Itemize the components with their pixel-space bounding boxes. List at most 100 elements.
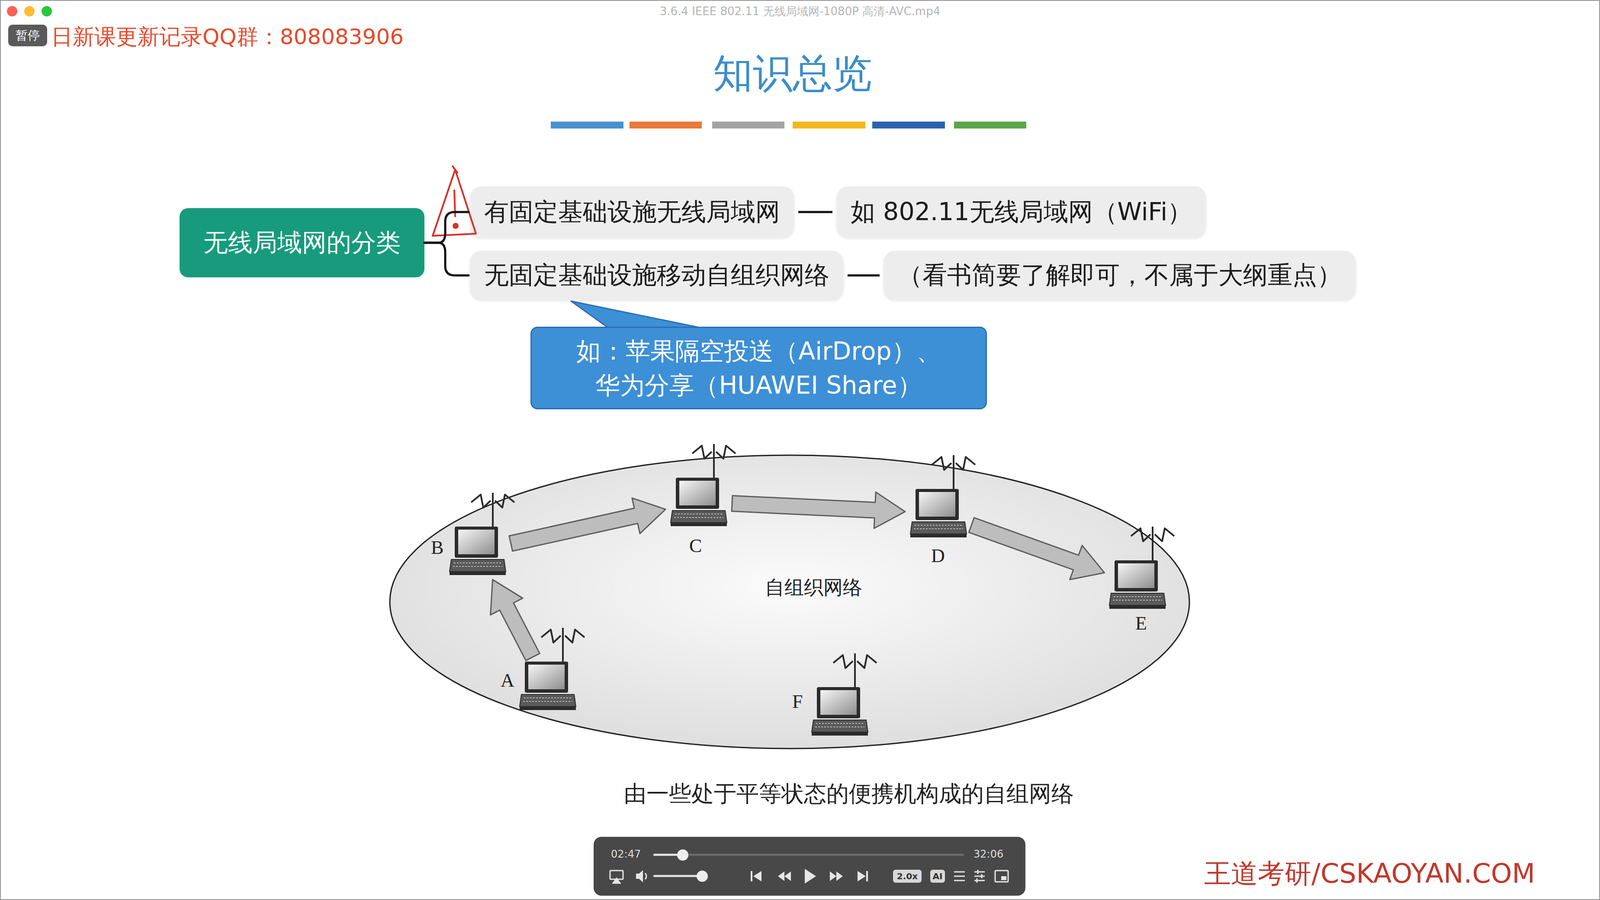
laptop-base <box>1109 605 1166 609</box>
laptop-icon <box>519 661 576 711</box>
topic-pill: （看书简要了解即可，不属于大纲重点） <box>883 250 1356 300</box>
topic-text: 如 802.11无线局域网（WiFi） <box>850 195 1192 229</box>
laptop-node-label-wrap: C <box>689 535 702 557</box>
play-icon <box>804 868 817 884</box>
slide-title: 知识总览 <box>0 47 1586 100</box>
laptop-node-label-wrap: A <box>500 670 515 691</box>
pause-badge-wrap: 暂停 <box>8 24 48 47</box>
warning-mark <box>432 166 476 236</box>
laptop-screen <box>1118 563 1155 588</box>
example-callout: 如：苹果隔空投送（AirDrop）、 华为分享（HUAWEI Share） <box>530 326 987 410</box>
bracket-connector <box>424 212 469 243</box>
keyboard-row <box>523 700 573 702</box>
station-label: C <box>689 535 702 557</box>
laptop-keyboard <box>519 694 576 707</box>
network-ellipse-label-wrap: 自组织网络 <box>726 575 900 600</box>
laptop-screen-frame <box>816 687 861 719</box>
laptop-keyboard <box>811 719 868 733</box>
laptop-node: B <box>449 526 506 576</box>
ai-badge-wrap: AI <box>930 869 945 883</box>
callout-text: 如：苹果隔空投送（AirDrop）、 华为分享（HUAWEI Share） <box>549 334 969 402</box>
site-watermark: 王道考研/CSKAOYAN.COM <box>1204 858 1536 889</box>
laptop-node: D <box>910 488 967 538</box>
laptop-keyboard <box>449 559 506 572</box>
station-label: A <box>500 670 515 691</box>
laptop-base <box>910 533 967 538</box>
minimize-dot <box>24 6 35 17</box>
signal-bolt <box>565 629 585 643</box>
station-label: B <box>430 537 444 559</box>
dash-connector <box>798 211 833 214</box>
laptop-base <box>519 706 576 711</box>
block-arrow <box>731 491 906 529</box>
antenna-mast <box>713 443 715 478</box>
window-title-wrap: 3.6.4 IEEE 802.11 无线局域网-1080P 高清-AVC.mp4 <box>0 3 1600 20</box>
signal-bolt <box>857 655 877 669</box>
site-watermark-wrap: 王道考研/CSKAOYAN.COM <box>1204 858 1536 889</box>
signal-bolt <box>1154 528 1175 542</box>
laptop-icon <box>670 477 727 527</box>
laptop-screen-frame <box>524 661 569 693</box>
keyboard-row <box>816 722 864 724</box>
volume-knob <box>696 870 708 882</box>
keyboard-row <box>913 528 964 530</box>
laptop-screen-frame <box>454 526 498 558</box>
laptop-node-label-wrap: E <box>1135 613 1147 634</box>
laptop-screen <box>679 480 716 506</box>
color-bar <box>712 121 785 129</box>
antenna-mast <box>1151 526 1154 561</box>
signal-bolt <box>716 445 736 459</box>
dash-connector <box>847 274 880 277</box>
laptop-node: F <box>811 687 868 736</box>
topic-pill: 有固定基础设施无线局域网 <box>470 186 794 238</box>
laptop-node-label-wrap: D <box>931 545 945 567</box>
category-text: 无线局域网的分类 <box>203 226 401 260</box>
laptop-node: A <box>519 661 576 711</box>
topic-text: （看书简要了解即可，不属于大纲重点） <box>897 258 1342 293</box>
antenna-mast <box>854 653 856 688</box>
keyboard-row <box>1113 596 1162 598</box>
signal-bolt <box>471 494 491 508</box>
qq-notice-wrap: 日新课更新记录QQ群：808083906 <box>51 22 404 52</box>
volume-icon <box>636 870 647 883</box>
block-arrow <box>509 497 666 552</box>
antenna-mast <box>562 627 564 662</box>
laptop-node-label-wrap: B <box>430 537 444 559</box>
keyboard-row <box>1112 599 1163 601</box>
laptop-keyboard <box>1109 593 1166 606</box>
figure-caption-wrap: 由一些处于平等状态的便携机构成的自组网络 <box>329 778 1369 809</box>
airplay-icon <box>610 870 624 884</box>
total-time-wrap: 32:06 <box>973 847 1004 862</box>
laptop-node-label-wrap: F <box>792 691 803 713</box>
laptop-keyboard <box>670 510 727 523</box>
laptop-icon <box>1109 560 1166 609</box>
keyboard-row <box>914 524 963 526</box>
bracket-connector <box>424 242 469 276</box>
laptop-screen <box>918 491 956 517</box>
topic-text: 无固定基础设施移动自组织网络 <box>484 258 830 293</box>
block-arrow <box>968 517 1105 580</box>
settings-icon <box>974 869 985 883</box>
topic-text: 有固定基础设施无线局域网 <box>484 195 781 229</box>
laptop-screen-frame <box>1114 560 1158 592</box>
color-bar <box>792 121 866 129</box>
playlist-icon <box>954 871 965 881</box>
station-label: F <box>792 691 803 713</box>
topic-pill: 无固定基础设施移动自组织网络 <box>470 250 844 300</box>
next-icon <box>857 870 868 882</box>
fast-forward-icon <box>829 871 843 881</box>
progress-track <box>653 853 964 856</box>
laptop-base <box>811 732 868 736</box>
signal-bolt <box>541 629 561 643</box>
signal-bolt <box>833 655 853 669</box>
ellipse-shape <box>389 455 1190 749</box>
laptop-screen <box>528 664 565 690</box>
signal-bolt <box>955 456 976 470</box>
signal-bolt <box>1130 528 1151 542</box>
block-arrow <box>490 579 540 661</box>
qq-notice: 日新课更新记录QQ群：808083906 <box>51 22 404 52</box>
rewind-icon <box>777 871 791 881</box>
